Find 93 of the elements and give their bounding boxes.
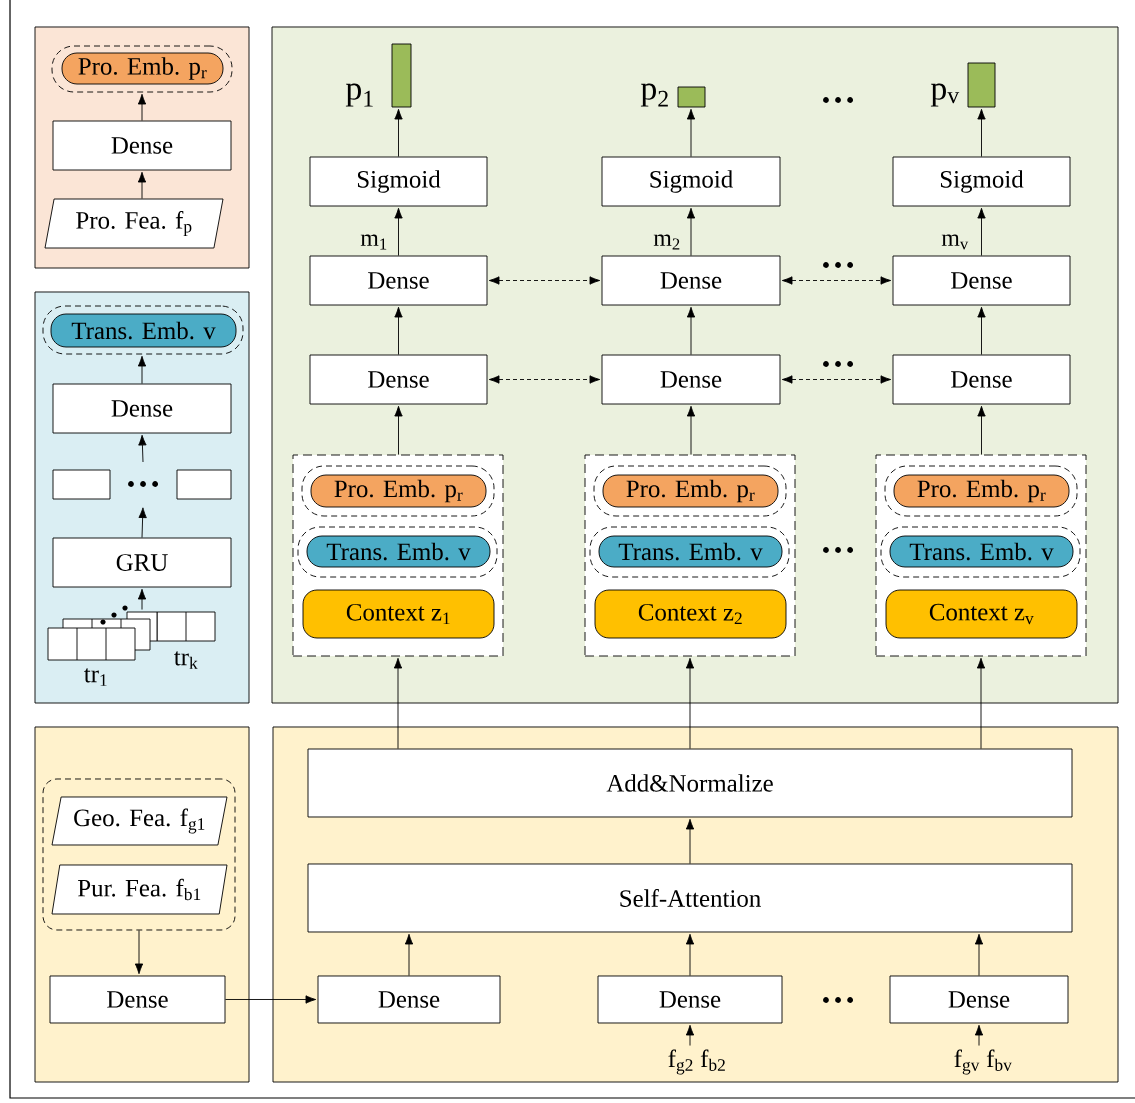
layer-box: Dense	[309, 255, 488, 306]
context-box: Context z$_{2}$	[594, 589, 787, 639]
dashed-group-box	[42, 305, 244, 355]
arrow	[686, 207, 696, 256]
probability-label: p$_{1}$	[345, 83, 373, 107]
arrow	[977, 405, 986, 455]
arrow	[137, 171, 147, 199]
embedding-pill: Pro. Emb. p$_{r}$	[61, 52, 224, 85]
probability-label: p$_{v}$	[930, 83, 960, 107]
layer-box: GRU	[52, 537, 232, 588]
embedding-pill: Trans. Emb. v	[598, 535, 783, 568]
embedding-pill: Trans. Emb. v	[50, 313, 237, 348]
ellipsis: …	[128, 481, 159, 487]
arrow	[977, 306, 986, 355]
arrow	[394, 108, 403, 157]
output-bar	[677, 86, 706, 108]
arrow	[781, 276, 892, 285]
layer-box: Dense	[601, 255, 781, 306]
ellipsis: …	[823, 97, 853, 103]
layer-box: Dense	[49, 975, 226, 1024]
layer-box: Dense	[889, 975, 1069, 1024]
arrow	[977, 207, 986, 256]
embedding-pill: Pro. Emb. p$_{r}$	[893, 474, 1070, 508]
arrow	[488, 375, 601, 384]
arrow	[137, 93, 147, 121]
layer-box: Dense	[52, 383, 232, 434]
layer-box: Dense	[309, 354, 488, 405]
layer-box: Sigmoid	[892, 156, 1071, 207]
arrow	[488, 276, 601, 285]
arrow	[686, 306, 696, 355]
layer-box: Sigmoid	[309, 156, 488, 207]
feature-parallelogram: Geo. Fea. f$_{g1}$	[51, 796, 228, 846]
ellipsis: …	[823, 262, 853, 268]
hidden-state-box	[52, 469, 111, 500]
context-box: Context z$_{1}$	[302, 589, 495, 639]
edge-label: m$_{v}$	[940, 233, 970, 251]
arrow	[686, 108, 696, 157]
sequence-label: tr$_{k}$	[174, 651, 198, 669]
arrow	[685, 1024, 695, 1046]
ellipsis: …	[823, 361, 853, 367]
arrow	[976, 657, 986, 749]
embedding-pill: Pro. Emb. p$_{r}$	[602, 474, 779, 508]
dashed-group-box	[593, 465, 787, 517]
feature-parallelogram: Pur. Fea. f$_{b1}$	[51, 864, 228, 915]
output-bar	[967, 62, 996, 108]
arrow	[974, 1024, 984, 1046]
arrow	[686, 405, 696, 455]
arrow	[225, 995, 317, 1004]
dashed-group-box	[880, 526, 1081, 578]
arrow	[394, 207, 403, 256]
arrow	[138, 507, 147, 538]
arrow	[394, 405, 403, 455]
arrow	[137, 355, 147, 384]
layer-box: Self-Attention	[307, 863, 1073, 933]
arrow	[781, 375, 892, 384]
arrow	[394, 306, 403, 355]
arrow	[685, 657, 695, 749]
feature-label: f$_{gv}$ f$_{bv}$	[954, 1049, 1012, 1075]
context-box: Context z$_{v}$	[885, 589, 1078, 639]
dashed-group-box	[51, 45, 233, 93]
layer-box: Dense	[597, 975, 783, 1024]
dashed-group-box	[297, 526, 498, 578]
embedding-pill: Trans. Emb. v	[889, 535, 1074, 568]
probability-label: p$_{2}$	[640, 83, 668, 107]
embedding-pill: Pro. Emb. p$_{r}$	[310, 474, 487, 508]
embedding-pill: Trans. Emb. v	[306, 535, 491, 568]
arrow	[138, 434, 147, 463]
arrow	[404, 933, 414, 976]
layer-box: Dense	[601, 354, 781, 405]
arrow	[685, 818, 695, 864]
hidden-state-box	[176, 469, 232, 500]
output-bar	[391, 43, 412, 108]
layer-box: Sigmoid	[601, 156, 781, 207]
dashed-group-box	[589, 526, 790, 578]
arrow	[137, 588, 147, 610]
layer-box: Dense	[892, 255, 1071, 306]
layer-box: Dense	[892, 354, 1071, 405]
arrow	[134, 930, 144, 975]
sequence-label: tr$_{1}$	[84, 668, 107, 686]
arrow	[974, 933, 984, 976]
arrow	[685, 933, 695, 976]
feature-parallelogram: Pro. Fea. f$_{p}$	[44, 198, 224, 249]
feature-label: f$_{g2}$ f$_{b2}$	[668, 1049, 725, 1075]
layer-box: Add&Normalize	[307, 748, 1073, 818]
ellipsis: …	[823, 997, 853, 1003]
dashed-group-box	[301, 465, 495, 517]
arrow	[977, 108, 986, 157]
dashed-group-box	[884, 465, 1078, 517]
dashed-group-box	[42, 778, 236, 931]
layer-box: Dense	[52, 120, 232, 171]
layer-box: Dense	[317, 975, 501, 1024]
ellipsis: …	[823, 547, 853, 553]
arrow	[393, 657, 403, 749]
